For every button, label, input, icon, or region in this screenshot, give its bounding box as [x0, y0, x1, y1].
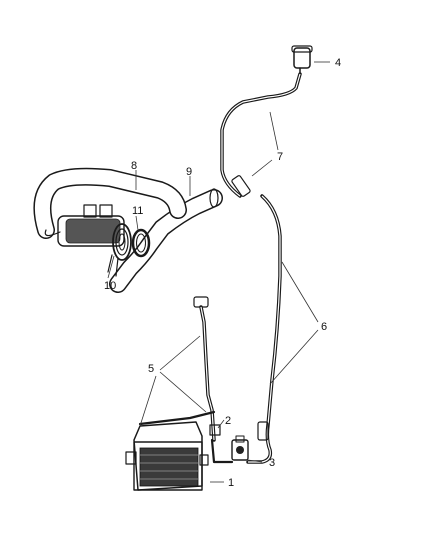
part-1-evap-canister: [125, 421, 209, 491]
callout-11: 11: [132, 205, 143, 217]
callout-5: 5: [148, 363, 154, 375]
callout-9: 9: [186, 166, 192, 178]
callout-6: 6: [321, 321, 327, 333]
part-6-vapor-tube: [246, 194, 282, 464]
callout-2: 2: [225, 415, 231, 427]
part-4-connector: [291, 45, 313, 75]
callout-4: 4: [335, 57, 341, 69]
part-5-vapor-lines: [138, 296, 234, 464]
part-10-filter: [57, 204, 132, 277]
callout-10: 10: [104, 280, 116, 292]
leader-lines: [107, 61, 330, 483]
part-3-solenoid: [231, 435, 249, 461]
part-11-seal-ring: [131, 228, 151, 258]
callout-8: 8: [131, 160, 137, 172]
callout-1: 1: [228, 477, 234, 489]
callout-3: 3: [269, 457, 275, 469]
callout-7: 7: [277, 151, 283, 163]
part-8-air-hose: [33, 167, 223, 293]
part-2-valve: [209, 424, 221, 436]
part-7-vapor-tube: [220, 72, 302, 198]
